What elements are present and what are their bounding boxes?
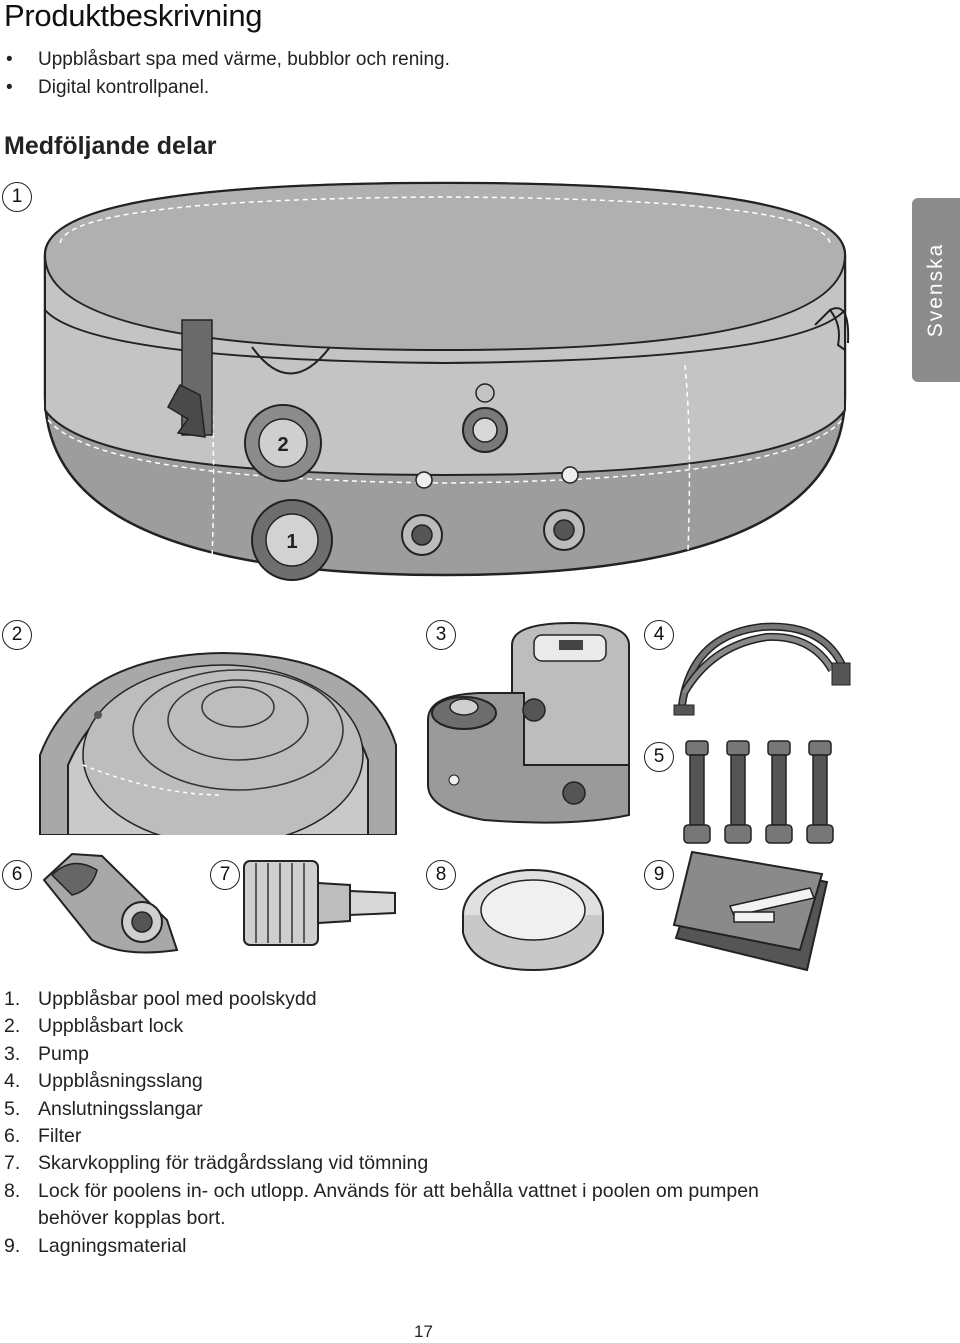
feature-list: •Uppblåsbart spa med värme, bubblor och … xyxy=(6,46,450,102)
figure-label-3: 3 xyxy=(426,620,456,650)
hose-adapter-illustration xyxy=(243,860,396,946)
inlet-cap-illustration xyxy=(462,869,604,972)
parts-list-item: 4.Uppblåsningsslang xyxy=(4,1070,203,1093)
language-tab-label: Svenska xyxy=(924,242,947,338)
spa-pool-illustration: 2 1 xyxy=(43,181,850,581)
feature-item: •Uppblåsbart spa med värme, bubblor och … xyxy=(6,46,450,74)
figure-label-4: 4 xyxy=(644,620,674,650)
parts-list-item: 1.Uppblåsbar pool med poolskydd xyxy=(4,988,317,1010)
language-tab: Svenska xyxy=(912,198,960,382)
inflation-hose-illustration xyxy=(673,622,851,716)
figure-label-7: 7 xyxy=(210,860,240,890)
inflatable-lid-illustration xyxy=(39,651,397,835)
parts-list-item: 2.Uppblåsbart lock xyxy=(4,1015,184,1038)
page-number: 17 xyxy=(414,1322,433,1341)
parts-list-item: 9.Lagningsmaterial xyxy=(4,1234,187,1257)
connection-hoses-illustration xyxy=(683,740,834,844)
bullet: • xyxy=(6,77,13,98)
figure-label-5: 5 xyxy=(644,742,674,772)
parts-list: 1.Uppblåsbar pool med poolskydd 2.Uppblå… xyxy=(4,986,824,1260)
parts-list-item: 8.Lock för poolens in- och utlopp. Använ… xyxy=(4,1179,759,1230)
figure-label-9: 9 xyxy=(644,860,674,890)
pump-illustration xyxy=(427,621,630,824)
filter-illustration xyxy=(42,852,179,954)
page-title: Produktbeskrivning xyxy=(4,0,263,33)
parts-list-item: 6.Filter xyxy=(4,1125,82,1148)
figure-label-8: 8 xyxy=(426,860,456,890)
figure-label-1: 1 xyxy=(2,182,32,212)
bullet: • xyxy=(6,49,13,70)
figure-label-6: 6 xyxy=(2,860,32,890)
feature-item: •Digital kontrollpanel. xyxy=(6,74,450,102)
svg-text:1: 1 xyxy=(286,531,297,553)
figure-label-2: 2 xyxy=(2,620,32,650)
parts-list-item: 7.Skarvkoppling för trädgårdsslang vid t… xyxy=(4,1152,429,1175)
svg-text:2: 2 xyxy=(277,434,288,456)
repair-kit-illustration xyxy=(672,850,829,972)
parts-list-item: 5.Anslutningsslangar xyxy=(4,1097,203,1120)
section-subtitle: Medföljande delar xyxy=(4,132,217,160)
parts-list-item: 3.Pump xyxy=(4,1042,89,1065)
